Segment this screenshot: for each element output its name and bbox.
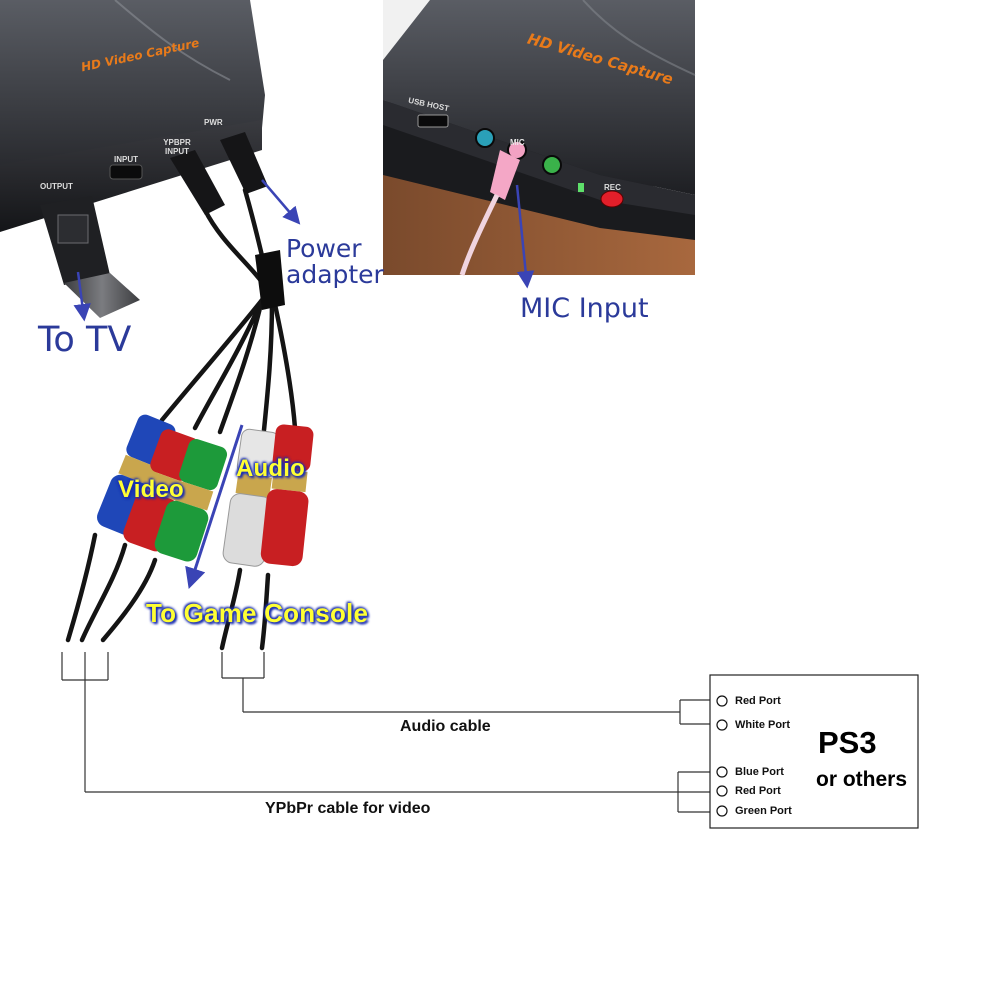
port-circles — [716, 695, 728, 817]
red-port-circle-audio — [716, 695, 728, 707]
capture-box-photo-right — [383, 0, 696, 276]
port-green — [542, 155, 562, 175]
ypbpr-port-label: YPBPR INPUT — [163, 138, 191, 156]
red-port-circle-video — [716, 785, 728, 797]
rec-label: REC — [604, 183, 621, 192]
to-game-console-label: To Game Console — [146, 598, 369, 628]
hdmi-input-port — [109, 164, 143, 180]
plug-green — [154, 439, 228, 562]
to-tv-arrow — [73, 271, 91, 322]
blue-port-label: Blue Port — [735, 766, 784, 778]
red-port-label-audio: Red Port — [735, 695, 781, 707]
ps3-box — [709, 674, 919, 829]
green-port-circle — [716, 805, 728, 817]
mic-input-callout: MIC Input — [520, 293, 649, 324]
input-port-label: INPUT — [114, 155, 138, 164]
port-blue — [475, 128, 495, 148]
usb-host-port — [417, 114, 449, 128]
video-cable-label: YPbPr cable for video — [265, 800, 431, 817]
capture-box-photo-left — [0, 0, 268, 318]
green-port-label: Green Port — [735, 805, 792, 817]
to-tv-callout: To TV — [38, 320, 132, 360]
audio-cable-label: Audio cable — [400, 718, 491, 735]
white-port-circle — [716, 719, 728, 731]
output-port-label: OUTPUT — [40, 182, 73, 191]
ps3-subtitle: or others — [816, 768, 908, 791]
white-port-label: White Port — [735, 719, 790, 731]
audio-label: Audio — [236, 455, 305, 482]
red-port-label-video: Red Port — [735, 785, 781, 797]
breakout-cables — [65, 187, 298, 651]
cable-splitter — [255, 250, 285, 310]
ps3-title: PS3 — [818, 725, 877, 760]
status-led — [578, 183, 584, 192]
power-adapter-callout: Power adapter — [286, 234, 384, 290]
to-console-arrow — [185, 424, 244, 589]
blue-port-circle — [716, 766, 728, 778]
mic-plug — [490, 150, 520, 200]
pwr-port-label: PWR — [204, 118, 223, 127]
rec-button — [600, 190, 624, 208]
plug-red-audio — [260, 424, 314, 567]
rca-plugs — [97, 414, 314, 567]
power-arrow — [261, 179, 301, 225]
plug-white — [222, 428, 280, 567]
mic-port-label: MIC — [510, 138, 525, 147]
wiring-lines — [61, 652, 710, 813]
video-label: Video — [118, 476, 184, 503]
mic-arrow — [515, 184, 535, 289]
